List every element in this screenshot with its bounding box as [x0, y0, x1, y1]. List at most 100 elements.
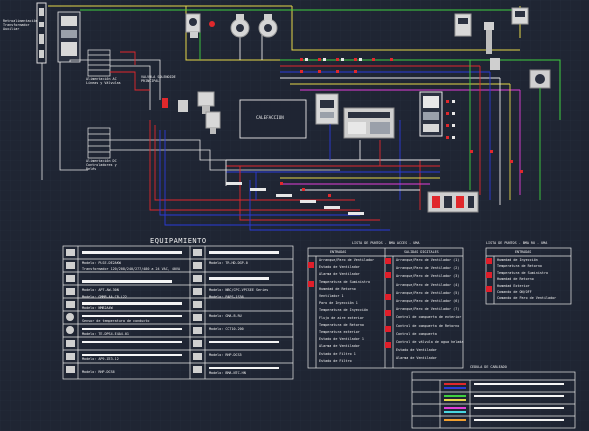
row-label: Modelo: [82, 370, 97, 374]
points-row: Temperatura de Inyección [319, 308, 368, 313]
row-value: RHP-DCS5 [225, 353, 242, 357]
points-row: Alarma de Ventilador [319, 344, 360, 349]
equipment-row: Modelo: NBC/CPC-VPCSEE Series [209, 288, 269, 292]
cable-colour-swatches [444, 383, 564, 421]
points-row: Control de compuerta [396, 331, 437, 336]
points-row: Humedad de Retorno [319, 286, 356, 291]
row-value: PLSE-DE2AKW [98, 261, 121, 265]
row-value: GMMB-AA-CB-L22 [98, 295, 127, 299]
equipment-row: Modelo: PLSE-DE2AKW [82, 261, 121, 265]
points-row: Temperatura de Suministro [319, 279, 371, 284]
equipment-row: Sensor de temperatura de conducto [82, 319, 150, 323]
points-row: Estado de Filtro 1 [319, 351, 356, 356]
row-label: Modelo: [209, 371, 224, 375]
points-row: Temperatura de Suministro [497, 270, 549, 275]
terminal-block-ac-label: Alimentación AC Líneas y Válvulas [86, 77, 121, 85]
points-row: Arranque/Paro de Ventilador [319, 258, 375, 262]
points-row: Temperatura exterior [319, 330, 360, 334]
points-row: Arranque/Paro de Ventilador (3) [396, 274, 460, 279]
points-row: Arranque/Paro de Ventilador (1) [396, 258, 460, 262]
row-value: NMB2A4W [98, 306, 113, 310]
points-list-2-title: LISTA DE PUNTOS - BMA RU - UMA [486, 241, 548, 245]
equipment-row: Modelo: CCT10-200 [209, 327, 244, 331]
row-value: Sensor de temperatura de conducto [82, 319, 150, 323]
equipment-row: Modelo: AP9-ZE3-12 [82, 357, 119, 361]
row-value: BMA-NTC-HN [225, 371, 246, 375]
calefaccion-label: CALEFACCION [256, 115, 284, 120]
relay-module [427, 191, 479, 213]
bus-connectors [300, 58, 523, 173]
points-row: Arranque/Paro de Ventilador (6) [396, 299, 460, 303]
cable-schedule-table [411, 371, 576, 429]
row-label: Modelo: [82, 357, 97, 361]
equipment-row: Modelo: BMA-NTC-HN [209, 371, 246, 375]
points-row: Ventilador 1 [319, 294, 344, 298]
points-row: Paro de Inyección 1 [319, 301, 358, 306]
top-right-devices [454, 7, 551, 89]
aux-transformer-device [36, 2, 47, 64]
main-controller-right [419, 91, 443, 137]
equipment-row: Modelo: TE-DPS4-E4A4-01 [82, 332, 129, 336]
points-row: Alarma de Ventilador [319, 272, 360, 277]
lower-terminal-blocks [226, 182, 364, 215]
row-value: AP9-ZE3-12 [98, 357, 119, 361]
row-label: Modelo: [82, 332, 97, 336]
red-wire-bundle [110, 51, 421, 221]
equipment-row: Transformador 120/208/240/277/480 a 24 V… [82, 267, 180, 271]
points-row: Temperatura de Retorno [497, 264, 542, 269]
equipment-redacted-bars [82, 251, 279, 369]
row-label: Modelo: [82, 261, 97, 265]
points-list-1-col-left: ENTRADAS [330, 250, 347, 254]
main-controller-center [343, 107, 395, 139]
points-row: Flujo de aire exterior [319, 315, 364, 320]
equipment-row: Modelo: GMA-B-RU [209, 314, 242, 318]
row-label: Modelo: [209, 288, 224, 292]
row-value: TR-HD-DGP-0 [225, 261, 248, 265]
points-row: Estado de Filtro [319, 358, 352, 363]
points-row: Estado de Ventilador [319, 265, 360, 270]
row-value: RHP-DCS6 [98, 370, 115, 374]
points-row: Estado de Ventilador [396, 348, 437, 353]
top-left-controller [57, 11, 81, 63]
equipment-row: Modelo: APT-AW-30N [82, 288, 119, 292]
points-row: Control de válvula de agua helada [396, 340, 464, 344]
row-value: CCT10-200 [225, 327, 244, 331]
points-row: Comando de Paro de Ventilador [497, 296, 557, 301]
main-controller-left [315, 93, 339, 125]
points-list-2-highlights [486, 258, 492, 292]
valve-label: VALVULA SOLENOIDE PRINCIPAL [141, 75, 176, 83]
equipment-title: EQUIPAMIENTO [150, 237, 207, 245]
row-value: Transformador 120/208/240/277/480 a 24 V… [82, 267, 180, 271]
points-row: Control de compuerta de exterior [396, 315, 462, 320]
row-value: PAPS-1S56 [225, 295, 244, 299]
right-colour-bus [280, 59, 541, 205]
points-row: Temperatura de Retorno [319, 322, 364, 327]
points-row: Arranque/Paro de Ventilador (5) [396, 290, 460, 295]
points-list-1-highlights [308, 258, 391, 348]
terminal-block-dc [87, 127, 111, 159]
row-value: TE-DPS4-E4A4-01 [98, 332, 129, 336]
points-list-1-title: LISTA DE PUNTOS - BMA ACCES - UMA [352, 241, 420, 245]
points-row: Alarma de Ventilador [396, 356, 437, 361]
row-value: NBC/CPC-VPCSEE Series [225, 288, 269, 292]
equipment-row: Modelo: GMMB-AA-CB-L22 [82, 295, 127, 299]
points-row: Comando de ON/OFF [497, 290, 532, 294]
terminal-block-ac [87, 49, 111, 77]
points-row: Humedad Exterior [497, 283, 530, 288]
left-device-label: Retroalimentación Transformador Auxiliar [3, 19, 38, 31]
points-row: Control de compuerta de Retorno [396, 323, 460, 328]
points-row: Arranque/Paro de Ventilador (7) [396, 307, 460, 312]
equipment-table [62, 245, 294, 380]
points-row: Humedad de Retorno [497, 277, 534, 282]
points-list-1-col-right: SALIDAS DIGITALES [404, 250, 439, 254]
blue-wire-bundle [159, 120, 401, 231]
row-label: Modelo: [209, 314, 224, 318]
top-pressure-sensors [185, 13, 278, 38]
lower-wiring [225, 159, 440, 200]
points-row: Arranque/Paro de Ventilador (2) [396, 266, 460, 271]
equipment-row: Modelo: NMB2A4W [82, 306, 113, 310]
row-label: Modelo: [209, 353, 224, 357]
equipment-row: Modelo: PAPS-1S56 [209, 295, 244, 299]
